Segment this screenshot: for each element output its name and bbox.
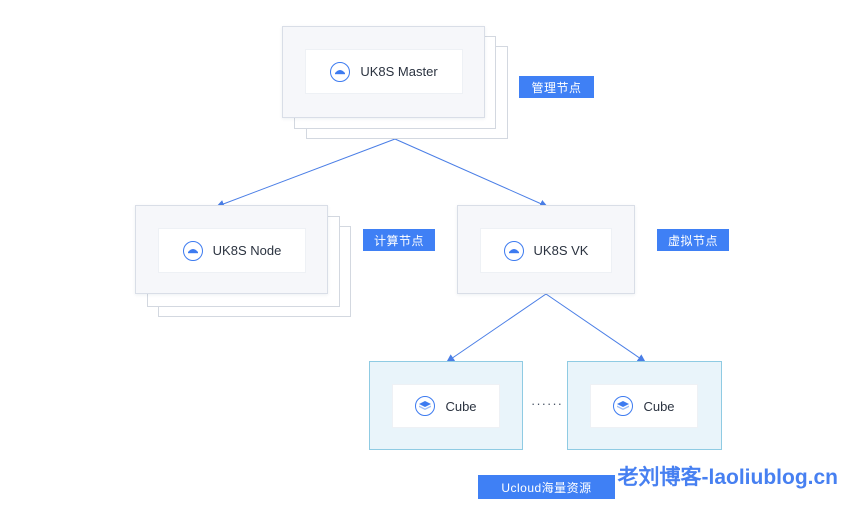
vk-node-label: UK8S VK bbox=[533, 243, 589, 258]
watermark-text: 老刘博客-laoliublog.cn bbox=[617, 466, 839, 489]
vk-node-box: UK8S VK bbox=[480, 228, 612, 273]
master-node-label: UK8S Master bbox=[360, 64, 438, 79]
ellipsis-more-cubes: ······ bbox=[531, 396, 563, 411]
vk-role-tag: 虚拟节点 bbox=[657, 229, 729, 251]
arrow-master-to-vk bbox=[394, 138, 548, 208]
arrow-vk-to-cube-left bbox=[446, 293, 547, 363]
node-card: UK8S Node bbox=[135, 205, 328, 294]
k8s-node-icon bbox=[330, 61, 351, 82]
vk-card: UK8S VK bbox=[457, 205, 635, 294]
k8s-node-icon bbox=[503, 240, 524, 261]
cube-label-left: Cube bbox=[445, 398, 477, 414]
master-node-box: UK8S Master bbox=[305, 49, 463, 94]
cube-box-right: Cube bbox=[590, 384, 698, 428]
compute-role-tag: 计算节点 bbox=[363, 229, 435, 251]
compute-node-label: UK8S Node bbox=[212, 243, 282, 258]
arrow-vk-to-cube-right bbox=[545, 293, 646, 363]
cube-card-left: Cube bbox=[369, 361, 523, 450]
compute-node-box: UK8S Node bbox=[158, 228, 306, 273]
cube-card-right: Cube bbox=[567, 361, 722, 450]
cube-icon bbox=[613, 396, 634, 416]
cube-box-left: Cube bbox=[392, 384, 500, 428]
cube-icon bbox=[415, 396, 436, 416]
arrow-master-to-node bbox=[216, 138, 396, 208]
master-card: UK8S Master bbox=[282, 26, 485, 118]
cube-label-right: Cube bbox=[643, 398, 675, 414]
resource-pool-tag: Ucloud海量资源 bbox=[478, 475, 615, 499]
k8s-node-icon bbox=[182, 240, 203, 261]
master-role-tag: 管理节点 bbox=[519, 76, 594, 98]
